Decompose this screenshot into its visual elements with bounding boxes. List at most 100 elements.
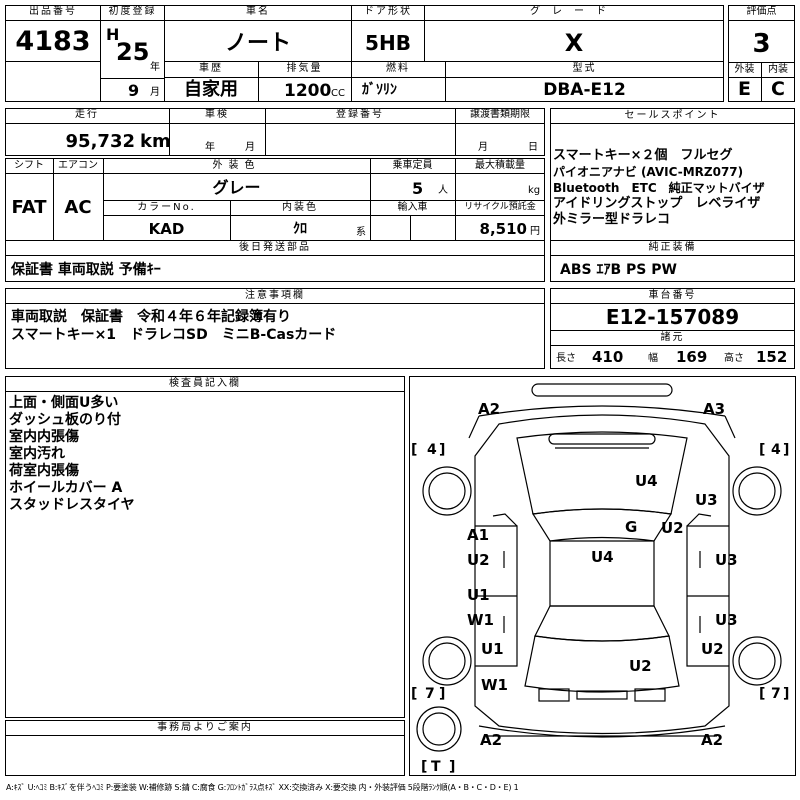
chassis-number: E12-157089	[605, 305, 740, 329]
svg-text:[: [	[759, 686, 765, 702]
damage-mark: A2	[701, 731, 723, 749]
tire-front-left	[422, 466, 472, 516]
damage-mark: U3	[695, 491, 718, 509]
inspector-line: 室内汚れ	[9, 446, 65, 462]
mileage: 95,732	[65, 131, 135, 152]
svg-text:]: ]	[783, 442, 789, 458]
lot-number-cell	[5, 5, 101, 102]
interior-color: ｸﾛ	[293, 221, 307, 237]
note-line: 車両取説 保証書 令和４年６年記録簿有り	[11, 309, 291, 325]
mileage-unit: km	[140, 131, 171, 152]
max-load-label: 最大積載量	[475, 160, 525, 171]
damage-mark: U3	[715, 551, 738, 569]
color-number-label: カラーNo.	[137, 202, 196, 213]
score: 3	[752, 29, 771, 59]
damage-mark: U1	[481, 640, 504, 658]
inspector-notes: 上面・側面U多い ダッシュ板のり付 室内内張傷 室内汚れ 荷室内張傷 ホイールカ…	[9, 395, 135, 514]
front-bumper	[531, 383, 673, 397]
grade: X	[564, 29, 584, 57]
inspection-month-unit: 月	[245, 142, 255, 153]
inspector-line: スタッドレスタイヤ	[9, 497, 135, 513]
svg-text:[: [	[759, 442, 765, 458]
car-damage-diagram: [4] [4] [7] [7] [T] A2 A3 U4 U3 G U2 A1 …	[409, 376, 796, 776]
transfer-deadline-label: 譲渡書類期限	[470, 109, 530, 120]
history: 自家用	[184, 79, 238, 100]
lot-number: 4183	[15, 26, 91, 57]
standard-equipment-label: 純正装備	[648, 242, 697, 253]
height-label: 高さ	[724, 353, 744, 364]
svg-text:]: ]	[439, 442, 445, 458]
windshield	[532, 508, 672, 542]
exterior-label: 外装	[734, 64, 755, 75]
notes-panel	[5, 288, 545, 369]
capacity-label: 乗車定員	[392, 160, 433, 171]
svg-text:]: ]	[783, 686, 789, 702]
chassis-number-label: 車台番号	[648, 290, 697, 301]
shift-label: シフト	[14, 160, 44, 171]
tire-rl-tread: 7	[425, 686, 435, 702]
exterior-score: E	[738, 78, 751, 100]
displacement-unit: CC	[331, 88, 345, 99]
displacement: 1200	[284, 81, 332, 101]
door-label: ドア形状	[364, 6, 412, 17]
shift: FAT	[11, 197, 47, 218]
recycle-fee: 8,510	[479, 220, 527, 238]
max-load-unit: kg	[528, 185, 541, 196]
recycle-unit: 円	[530, 226, 540, 237]
damage-mark: G	[625, 518, 637, 536]
sales-line: パイオニアナビ (AVIC-MRZ077)	[553, 165, 744, 179]
displacement-label: 排気量	[286, 63, 323, 74]
tire-spare	[416, 706, 462, 752]
svg-text:[: [	[411, 442, 417, 458]
office-label: 事務局よりご案内	[157, 722, 253, 733]
tire-rear-left	[422, 636, 472, 686]
height: 152	[756, 348, 788, 366]
first-registration-cell	[100, 5, 165, 102]
inspection-year-unit: 年	[205, 142, 215, 153]
lot-number-label: 出品番号	[29, 6, 77, 17]
sales-line: Bluetooth ETC 純正マットバイザ	[553, 181, 765, 195]
inspector-line: ホイールカバー A	[9, 480, 123, 496]
inspector-line: 室内内張傷	[9, 429, 79, 445]
mileage-label: 走行	[75, 109, 99, 120]
ac: AC	[64, 197, 92, 218]
length: 410	[592, 348, 624, 366]
car-name: ノート	[224, 31, 291, 56]
inspector-line: ダッシュ板のり付	[9, 412, 121, 428]
transfer-month-unit: 月	[478, 142, 488, 153]
tire-rr-tread: 7	[771, 686, 781, 702]
later-parts-label: 後日発送部品	[239, 242, 311, 253]
door-type: 5HB	[365, 31, 411, 55]
year-unit: 年	[150, 62, 160, 73]
model-code: DBA-E12	[543, 80, 626, 100]
month-unit: 月	[150, 87, 160, 98]
tire-spare-label: T	[431, 759, 441, 775]
sales-point-panel	[550, 108, 795, 282]
transfer-day-unit: 日	[528, 142, 538, 153]
inspector-line: 荷室内張傷	[9, 463, 79, 479]
capacity-unit: 人	[438, 185, 448, 196]
sales-line: アイドリングストップ レベライザ	[553, 196, 761, 211]
damage-mark: U2	[629, 657, 652, 675]
inspector-label: 検査員記入欄	[169, 378, 241, 389]
damage-marks: A2 A3 U4 U3 G U2 A1 U2 U4 U3 U1 W1 U3 U1…	[467, 400, 738, 749]
car-name-label: 車名	[246, 6, 270, 17]
capacity: 5	[412, 179, 424, 198]
first-registration-label: 初度登録	[108, 6, 157, 17]
trunk-outline	[524, 635, 680, 693]
inspection-label: 車検	[205, 109, 229, 120]
rear-bumper	[478, 725, 726, 738]
tire-fr-tread: 4	[771, 442, 781, 458]
interior-label: 内装	[768, 64, 788, 75]
exterior-color: グレー	[212, 178, 261, 197]
interior-score: C	[771, 78, 785, 100]
notes-label: 注意事項欄	[245, 290, 305, 301]
damage-mark: U2	[661, 519, 684, 537]
damage-mark: W1	[481, 676, 508, 694]
note-line: スマートキー×1 ドラレコSD ミニB-Casカード	[11, 327, 337, 343]
damage-mark: W1	[467, 611, 494, 629]
length-label: 長さ	[556, 353, 576, 364]
sales-line: スマートキー×２個 フルセグ	[553, 148, 733, 163]
inspector-line: 上面・側面U多い	[9, 395, 119, 411]
fuel: ｶﾞｿﾘﾝ	[362, 82, 397, 98]
